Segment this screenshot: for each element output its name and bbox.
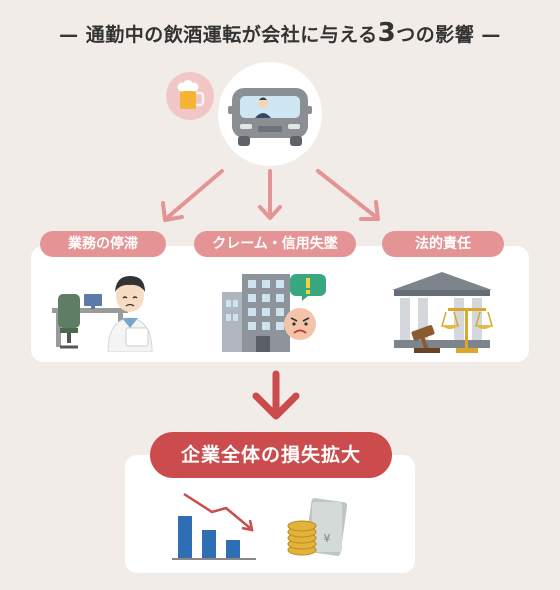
car-illustration xyxy=(218,62,322,166)
arrow-to-legal-liability xyxy=(316,169,378,219)
title-number: 3 xyxy=(377,18,397,48)
branch-arrows xyxy=(161,169,380,222)
title-dash-left: — xyxy=(59,24,86,46)
title-dash-right: — xyxy=(474,24,501,46)
money-icon: ¥ xyxy=(287,498,348,556)
down-arrow-icon xyxy=(252,370,300,420)
car-icon xyxy=(228,88,312,146)
title-tail: つの影響 xyxy=(396,24,475,46)
impact-pill-complaints: クレーム・信用失墜 xyxy=(194,231,356,257)
office-worker-icon xyxy=(52,276,153,352)
declining-chart-icon xyxy=(172,492,256,560)
impact-pill-business: 業務の停滞 xyxy=(40,231,166,257)
beer-mug-icon xyxy=(177,80,205,109)
arrow-to-business-stagnation xyxy=(166,169,224,219)
beer-illustration xyxy=(166,72,214,120)
title-lead: 通勤中の飲酒運転が会社に与える xyxy=(85,24,378,46)
impact-pill-legal: 法的責任 xyxy=(382,231,504,257)
courthouse-scales-icon xyxy=(392,272,493,353)
page-title: — 通勤中の飲酒運転が会社に与える3つの影響 — xyxy=(0,18,560,48)
result-pill: 企業全体の損失拡大 xyxy=(150,432,392,478)
currency-symbol: ¥ xyxy=(324,532,331,545)
building-complaint-icon xyxy=(222,274,326,352)
